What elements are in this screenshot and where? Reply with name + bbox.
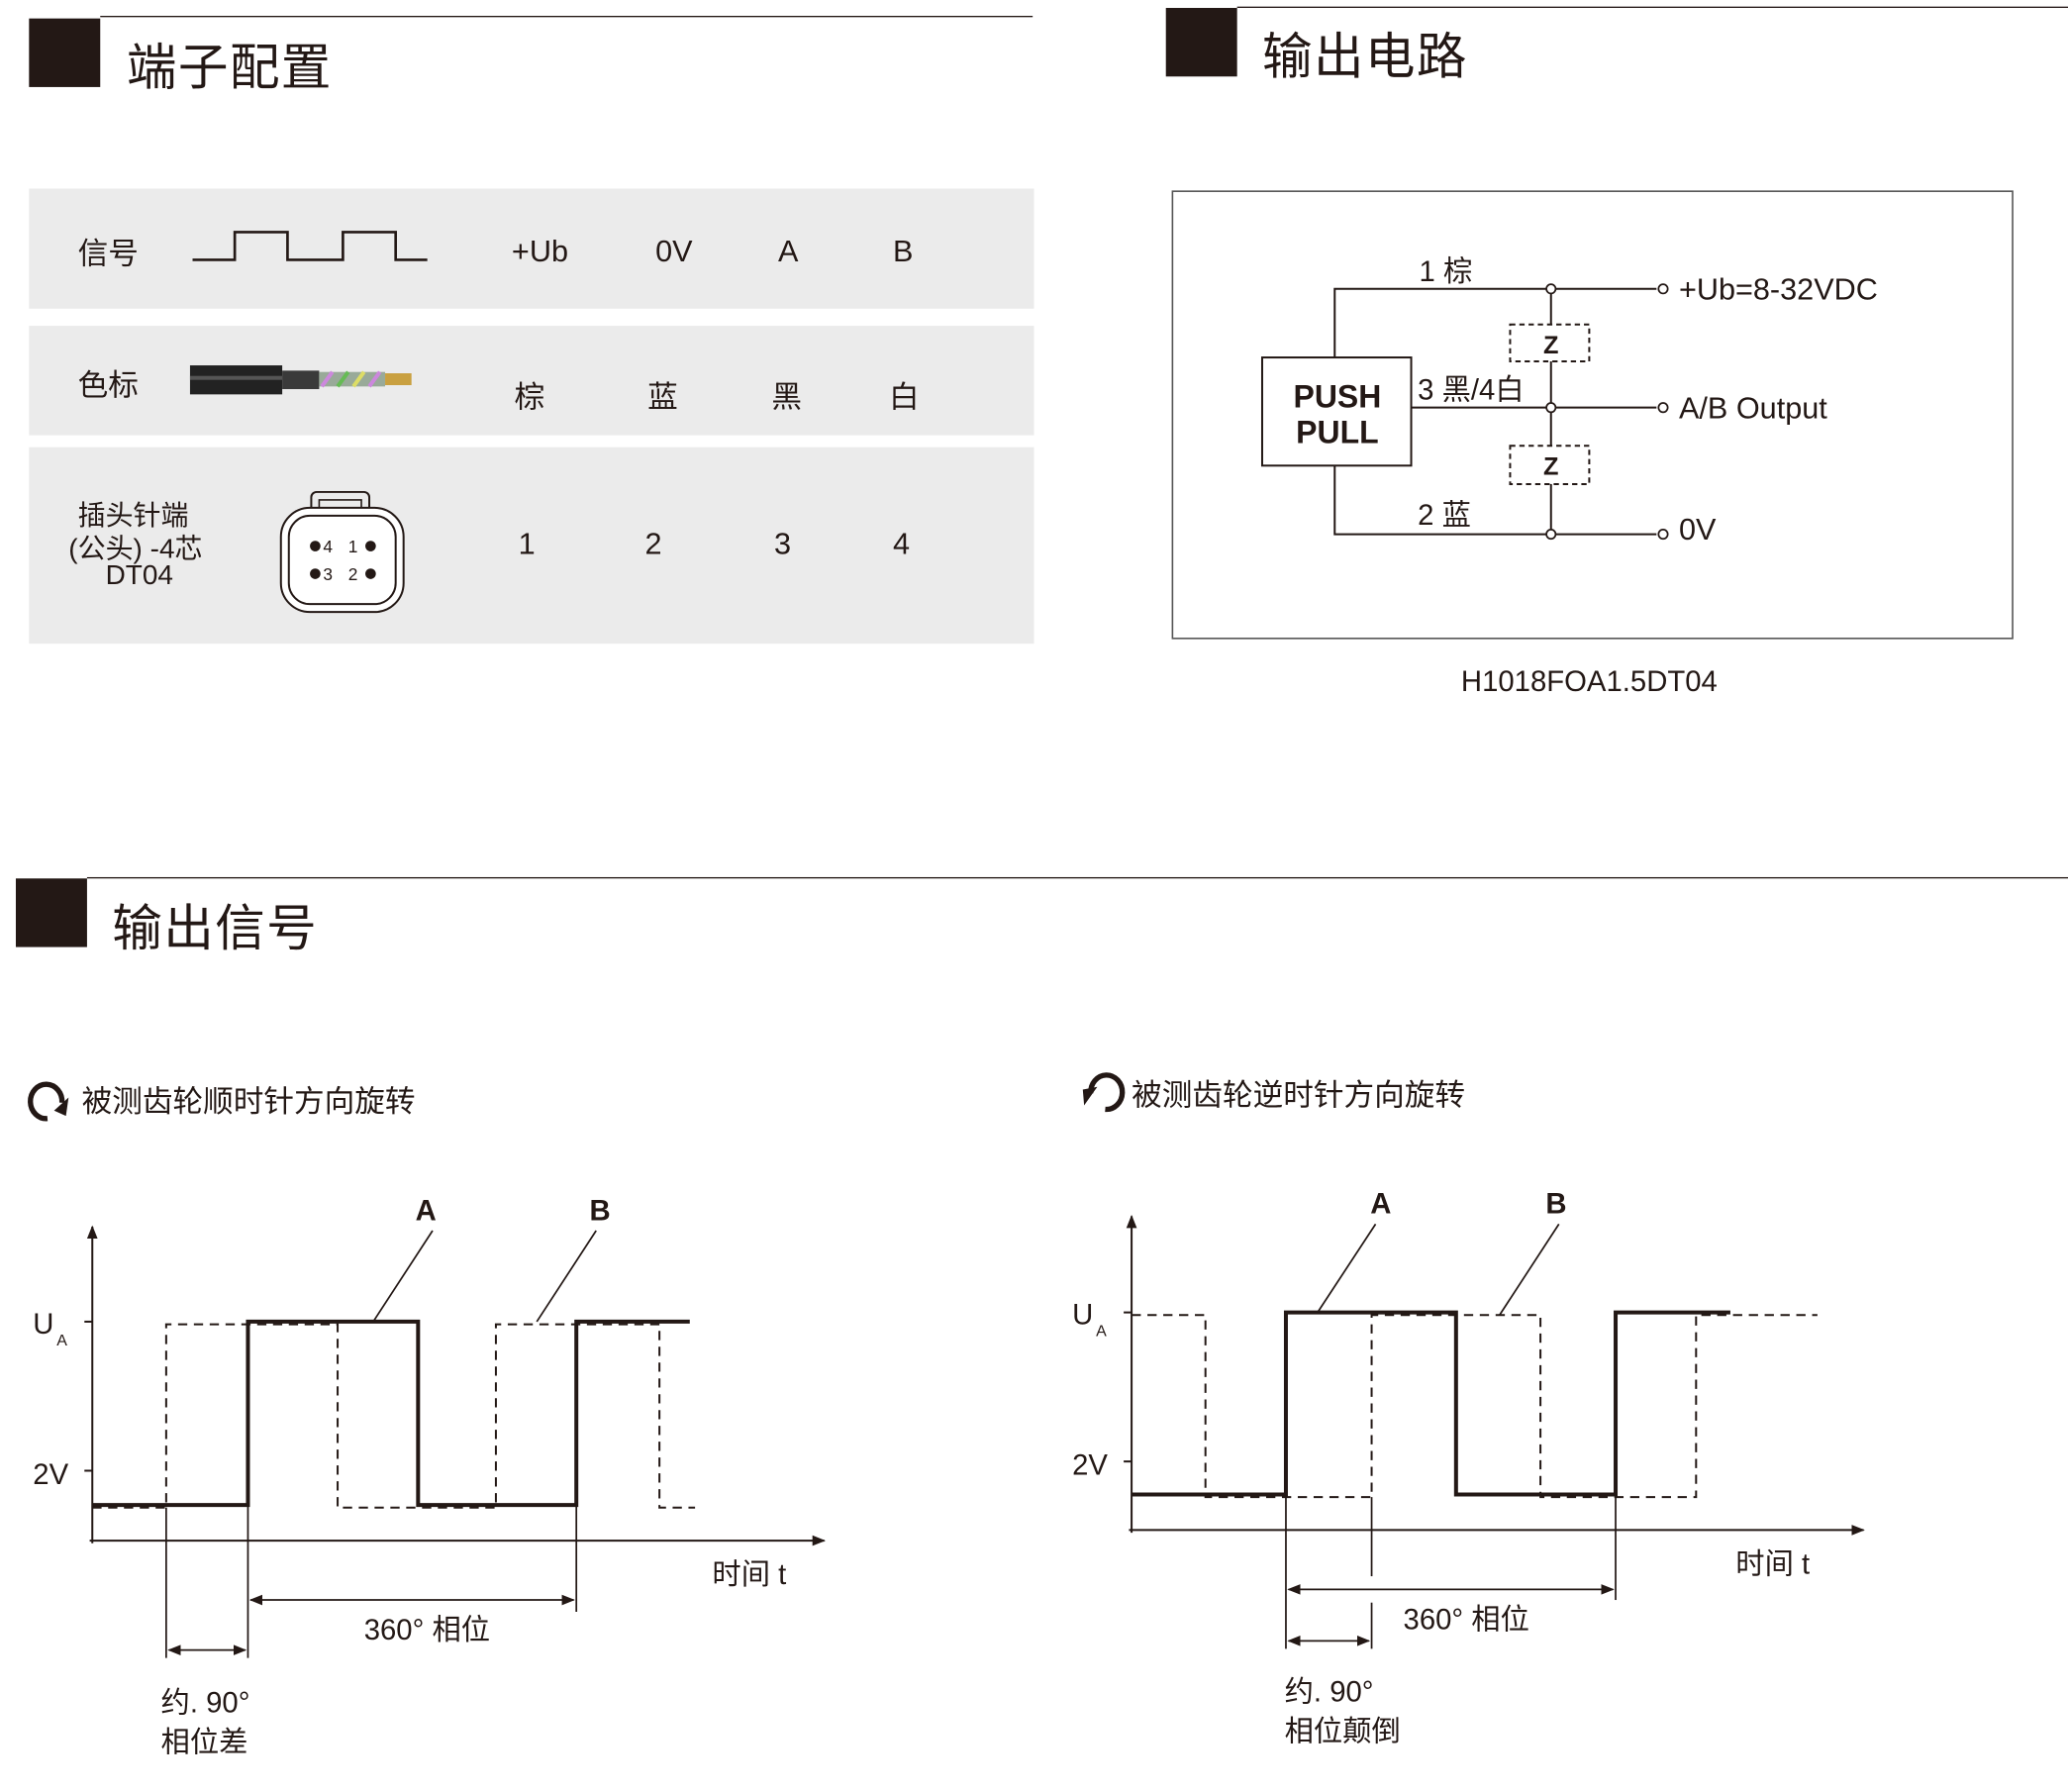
connector-dt04-icon: 4 1 3 2 xyxy=(279,490,405,614)
section-divider xyxy=(100,15,1034,18)
cell-brown: 棕 xyxy=(514,379,545,415)
section-marker xyxy=(29,18,101,87)
series-a-label: A xyxy=(1370,1188,1391,1221)
wire-label-black-white: 3 黑/4白 xyxy=(1418,374,1524,407)
row-label: 信号 xyxy=(77,236,139,271)
pin-label: 1 xyxy=(348,537,358,556)
series-b-line xyxy=(1132,1314,1818,1499)
pin-label: 4 xyxy=(323,537,333,556)
y-label-high: U xyxy=(1072,1299,1093,1332)
series-b-label: B xyxy=(590,1194,611,1227)
clockwise-rotation-icon xyxy=(28,1081,65,1122)
shift-label: 相位颠倒 xyxy=(1285,1716,1401,1748)
series-b-line xyxy=(92,1323,696,1509)
section-title-terminal: 端子配置 xyxy=(126,41,333,97)
x-axis-label: 时间 t xyxy=(712,1558,786,1591)
cable-image xyxy=(189,365,412,395)
shift-label: 相位差 xyxy=(161,1726,248,1758)
cell-pin-3: 3 xyxy=(774,526,792,561)
y-label-high-sub: A xyxy=(1096,1324,1107,1341)
chart-title: 被测齿轮逆时针方向旋转 xyxy=(1132,1078,1465,1112)
shift-label: 约. 90° xyxy=(161,1686,250,1719)
cell-white: 白 xyxy=(888,379,920,415)
series-b-label: B xyxy=(1545,1188,1566,1221)
cell-b: B xyxy=(892,233,914,268)
section-title-circuit: 输出电路 xyxy=(1261,30,1468,86)
cell-pin-2: 2 xyxy=(644,526,662,561)
section-title-signal: 输出信号 xyxy=(112,902,319,958)
table-row-signal: 信号 +Ub 0V A B xyxy=(29,188,1034,309)
output-circuit-diagram: PUSH PULL Z Z 1 棕 3 黑/4白 2 蓝 +Ub=8-32VDC… xyxy=(1171,190,2014,698)
counterclockwise-rotation-icon xyxy=(1088,1072,1126,1113)
row-label: 色标 xyxy=(77,367,139,403)
series-a-line xyxy=(92,1319,690,1508)
row-label-line: DT04 xyxy=(105,560,174,591)
y-label-high: U xyxy=(33,1308,53,1341)
output-ab-label: A/B Output xyxy=(1679,391,1827,425)
shift-label: 约. 90° xyxy=(1285,1676,1374,1709)
signal-chart-counterclockwise: 被测齿轮逆时针方向旋转 xyxy=(1072,1072,1865,1748)
pin-label: 2 xyxy=(348,564,358,584)
y-label-low: 2V xyxy=(33,1458,68,1491)
series-a-label: A xyxy=(416,1194,437,1227)
cell-pin-1: 1 xyxy=(518,526,536,561)
table-row-pins: 插头针端 (公头) -4芯 DT04 4 1 3 2 1 2 3 4 xyxy=(29,447,1034,645)
output-signal-diagrams: 被测齿轮顺时针方向旋转 A xyxy=(28,1072,1865,1758)
section-marker xyxy=(15,878,87,947)
y-label-high-sub: A xyxy=(56,1333,67,1349)
cell-pin-4: 4 xyxy=(892,526,910,561)
cell-0v: 0V xyxy=(655,233,693,268)
output-0v-label: 0V xyxy=(1679,513,1717,547)
section-marker xyxy=(1165,7,1237,77)
output-supply-label: +Ub=8-32VDC xyxy=(1679,272,1878,306)
z-label: Z xyxy=(1543,453,1558,481)
phase-label: 360° 相位 xyxy=(364,1614,490,1646)
phase-label: 360° 相位 xyxy=(1404,1603,1529,1636)
row-label-line: 插头针端 xyxy=(77,501,189,532)
cell-blue: 蓝 xyxy=(647,379,678,415)
z-label: Z xyxy=(1543,332,1558,359)
series-a-line xyxy=(1132,1310,1730,1497)
cell-ub: +Ub xyxy=(511,233,569,268)
cell-a: A xyxy=(778,233,799,268)
x-axis-label: 时间 t xyxy=(1735,1547,1810,1580)
push-pull-label: PUSH xyxy=(1294,379,1382,415)
push-pull-label: PULL xyxy=(1296,415,1378,450)
wire-label-brown: 1 棕 xyxy=(1420,255,1473,288)
wire-label-blue: 2 蓝 xyxy=(1418,499,1471,532)
square-wave-icon xyxy=(192,231,428,261)
signal-chart-clockwise: 被测齿轮顺时针方向旋转 A xyxy=(28,1081,827,1758)
model-number: H1018FOA1.5DT04 xyxy=(1461,665,1718,698)
section-divider xyxy=(86,876,2068,879)
y-label-low: 2V xyxy=(1072,1448,1108,1481)
cell-black: 黑 xyxy=(771,379,803,415)
chart-title: 被测齿轮顺时针方向旋转 xyxy=(82,1085,416,1119)
section-divider xyxy=(1236,6,2068,8)
pin-label: 3 xyxy=(323,564,333,584)
row-label-line: (公头) -4芯 xyxy=(68,534,203,565)
table-row-color: 色标 棕 蓝 黑 白 xyxy=(29,326,1034,436)
